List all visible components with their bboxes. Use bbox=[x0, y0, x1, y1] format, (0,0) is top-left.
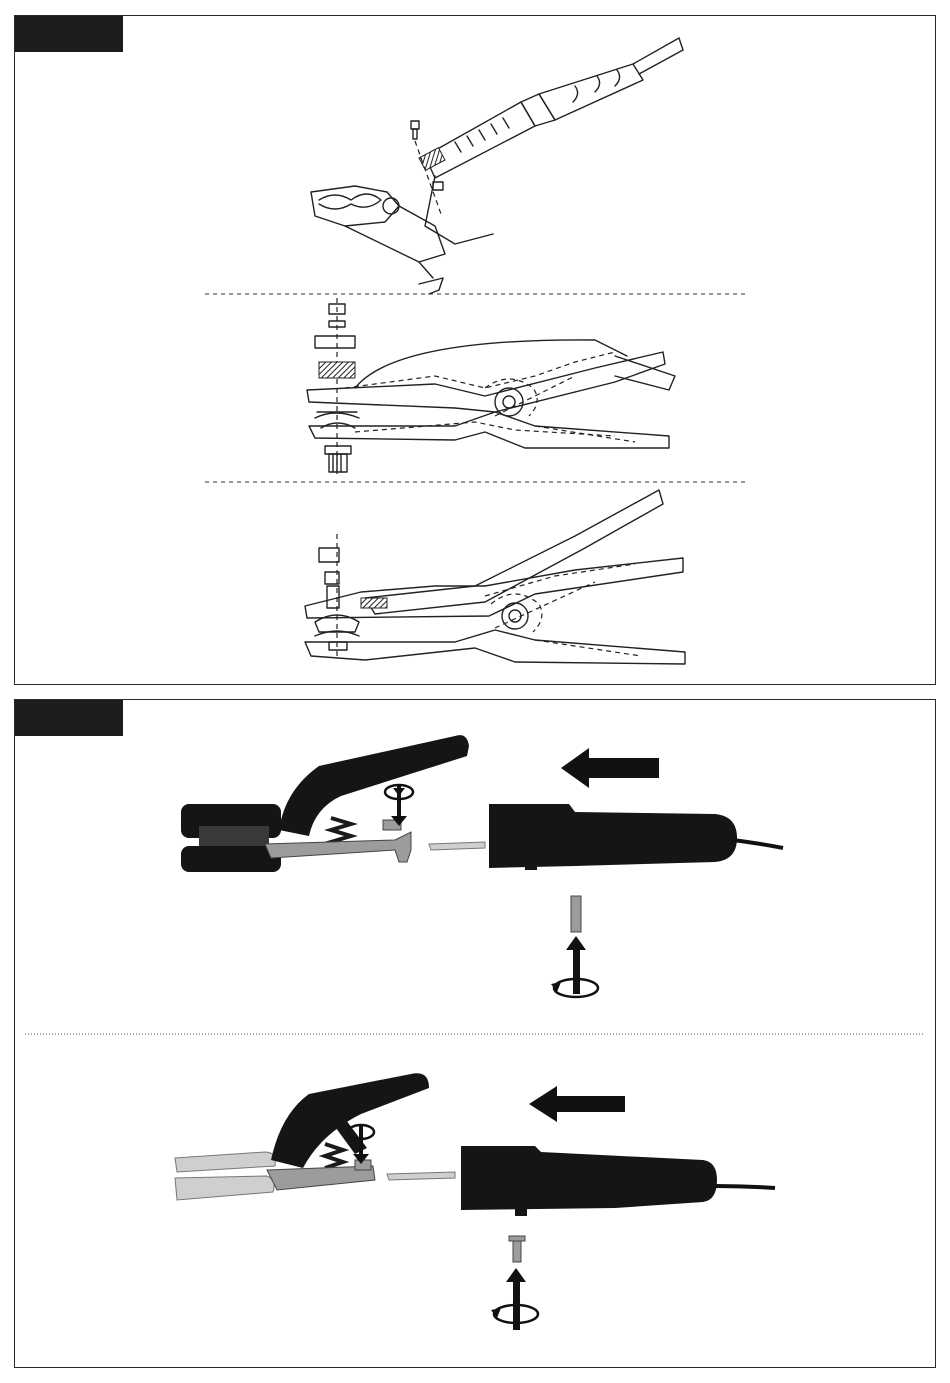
insert-arrow-icon bbox=[491, 1268, 538, 1330]
clamp-bolt-nut-drawing bbox=[307, 298, 675, 476]
panel-2 bbox=[14, 699, 936, 1368]
clamp-bolt-nut-open-drawing bbox=[305, 490, 685, 664]
panel-1 bbox=[14, 15, 936, 685]
clamp-lug-screw-drawing bbox=[311, 38, 683, 294]
clamp-handle-insertion-photo bbox=[181, 735, 783, 997]
panel-2-photos bbox=[15, 700, 937, 1369]
insert-arrow-icon bbox=[551, 936, 598, 997]
push-arrow-icon bbox=[529, 1086, 625, 1122]
clamp-handle-insertion-photo-2 bbox=[175, 1073, 775, 1330]
push-arrow-icon bbox=[561, 748, 659, 788]
panel-1-drawings bbox=[15, 16, 937, 686]
